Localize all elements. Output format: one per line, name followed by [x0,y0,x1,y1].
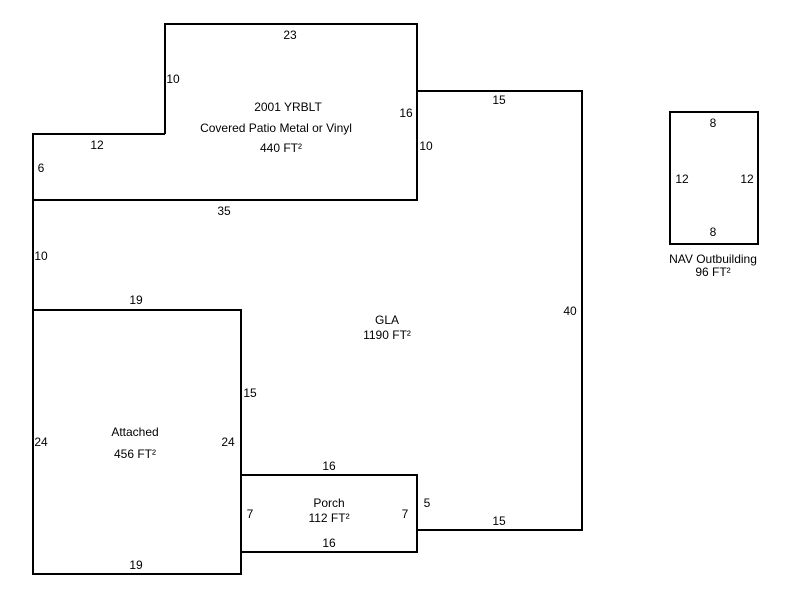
gla-area-label: 1190 FT² [363,328,411,342]
dim-label: 10 [34,249,48,263]
attached-garage-outline [32,309,242,575]
dim-label: 19 [129,293,143,307]
gla-name-label: GLA [375,313,399,327]
dim-label: 6 [38,161,45,175]
attached-area-label: 456 FT² [114,447,156,461]
patio-area-label: 440 FT² [260,141,302,155]
patio-name-label: Covered Patio Metal or Vinyl [200,121,352,135]
dim-label: 15 [492,93,506,107]
outbuilding-outline [669,111,759,245]
dim-label: 12 [675,172,689,186]
dim-label: 23 [283,28,297,42]
dim-label: 15 [243,386,257,400]
dim-label: 16 [399,106,413,120]
porch-outline [240,474,418,553]
dim-label: 24 [34,435,48,449]
dim-label: 10 [419,139,433,153]
patio-outline [32,23,418,201]
dim-label: 40 [563,304,577,318]
dim-label: 16 [322,459,336,473]
porch-name-label: Porch [313,496,344,510]
dim-label: 12 [90,138,104,152]
dim-label: 35 [217,204,231,218]
attached-name-label: Attached [111,425,158,439]
dim-label: 5 [424,496,431,510]
dim-label: 19 [129,558,143,572]
patio-year-label: 2001 YRBLT [254,100,322,114]
dim-label: 24 [221,435,235,449]
dim-label: 16 [322,536,336,550]
dim-label: 7 [402,507,409,521]
dim-label: 8 [710,225,717,239]
dim-label: 7 [247,507,254,521]
dim-label: 8 [710,116,717,130]
outbuilding-name-label: NAV Outbuilding [669,252,757,266]
outbuilding-area-label: 96 FT² [695,265,730,279]
gla-outline [32,90,583,531]
porch-area-label: 112 FT² [308,511,349,525]
dim-label: 15 [492,514,506,528]
dimension-labels: 23 10 12 6 16 35 15 10 10 40 15 5 19 24 … [34,28,754,572]
dim-label: 10 [166,72,180,86]
dim-label: 12 [740,172,754,186]
